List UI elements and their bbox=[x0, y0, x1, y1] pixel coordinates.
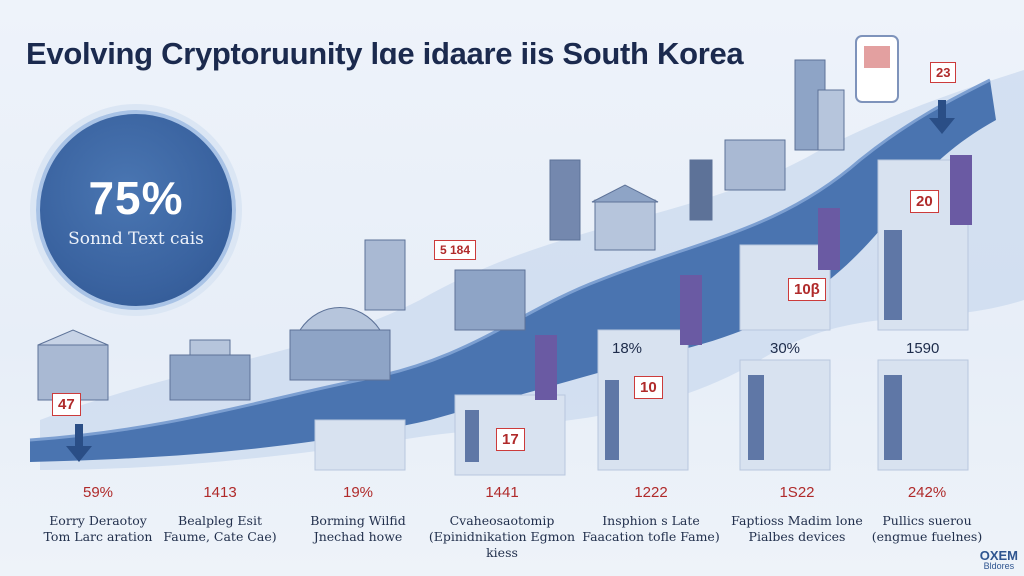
stat-caption: (Epinidnikation Egmon kiess bbox=[428, 529, 576, 560]
stat-value: 19% bbox=[342, 484, 374, 501]
stat-item: 1441 Cvaheosaotomip (Epinidnikation Egmo… bbox=[416, 484, 588, 561]
stat-caption: (engmue fuelnes) bbox=[871, 529, 983, 544]
stat-value: 1413 bbox=[203, 484, 237, 501]
stat-item: 1222 Insphion s Late Faacation tofle Fam… bbox=[576, 484, 726, 545]
card-label: 47 bbox=[52, 393, 81, 416]
stat-caption: Cvaheosaotomip bbox=[449, 513, 555, 528]
card-label: 23 bbox=[930, 62, 957, 83]
stat-caption: Insphion s Late bbox=[602, 513, 700, 528]
stat-value: 1S22 bbox=[779, 484, 815, 501]
panel-percent: 30% bbox=[770, 340, 801, 357]
card-label: 10 bbox=[634, 376, 663, 399]
stat-item: 59% Eorry Deraotoy Tom Larc aration bbox=[28, 484, 168, 545]
stat-item: 19% Borming Wilfid Jnechad howe bbox=[288, 484, 428, 545]
phone-icon bbox=[855, 35, 899, 103]
highlight-circle: 75% Sonnd Text cais bbox=[36, 110, 236, 310]
card-label: 10β bbox=[788, 278, 826, 301]
stat-caption: Borming Wilfid bbox=[310, 513, 406, 528]
stat-value: 59% bbox=[82, 484, 114, 501]
stat-caption: Faptioss Madim lone bbox=[731, 513, 863, 528]
card-label: 5 184 bbox=[434, 240, 477, 260]
stat-caption: Faume, Cate Cae) bbox=[163, 529, 277, 544]
stat-value: 1222 bbox=[634, 484, 668, 501]
page-title: Evolving Cryptoruunity lɑe idaare iis So… bbox=[26, 36, 744, 71]
down-arrow-icon bbox=[66, 424, 92, 462]
server-rack-icon bbox=[465, 230, 902, 462]
stat-value: 1441 bbox=[485, 484, 519, 501]
logo-text: OXEM bbox=[979, 548, 1018, 563]
purple-device-icon bbox=[535, 155, 972, 400]
logo-subtext: Bldores bbox=[983, 561, 1015, 571]
stat-value: 242% bbox=[907, 484, 947, 501]
highlight-caption: Sonnd Text cais bbox=[68, 229, 204, 249]
brand-logo: OXEM Bldores bbox=[979, 548, 1018, 572]
panel-percent: 18% bbox=[612, 340, 643, 357]
stat-caption: Pullics suerou bbox=[882, 513, 972, 528]
panel-percent: 1590 bbox=[906, 340, 940, 357]
stat-caption: Jnechad howe bbox=[313, 529, 403, 544]
stat-caption: Pialbes devices bbox=[748, 529, 846, 544]
stat-item: 1413 Bealpleg Esit Faume, Cate Cae) bbox=[150, 484, 290, 545]
stat-caption: Faacation tofle Fame) bbox=[582, 529, 720, 544]
stat-caption: Bealpleg Esit bbox=[178, 513, 262, 528]
stat-caption: Eorry Deraotoy bbox=[49, 513, 147, 528]
stat-caption: Tom Larc aration bbox=[43, 529, 153, 544]
down-arrow-icon bbox=[929, 100, 955, 134]
card-label: 20 bbox=[910, 190, 939, 213]
stat-item: 1S22 Faptioss Madim lone Pialbes devices bbox=[722, 484, 872, 545]
highlight-value: 75% bbox=[88, 172, 184, 224]
building-group bbox=[37, 59, 845, 401]
card-label: 17 bbox=[496, 428, 525, 451]
growth-wave-highlight bbox=[29, 78, 991, 442]
stat-item: 242% Pullics suerou (engmue fuelnes) bbox=[852, 484, 1002, 545]
light-ribbon bbox=[40, 70, 1024, 470]
